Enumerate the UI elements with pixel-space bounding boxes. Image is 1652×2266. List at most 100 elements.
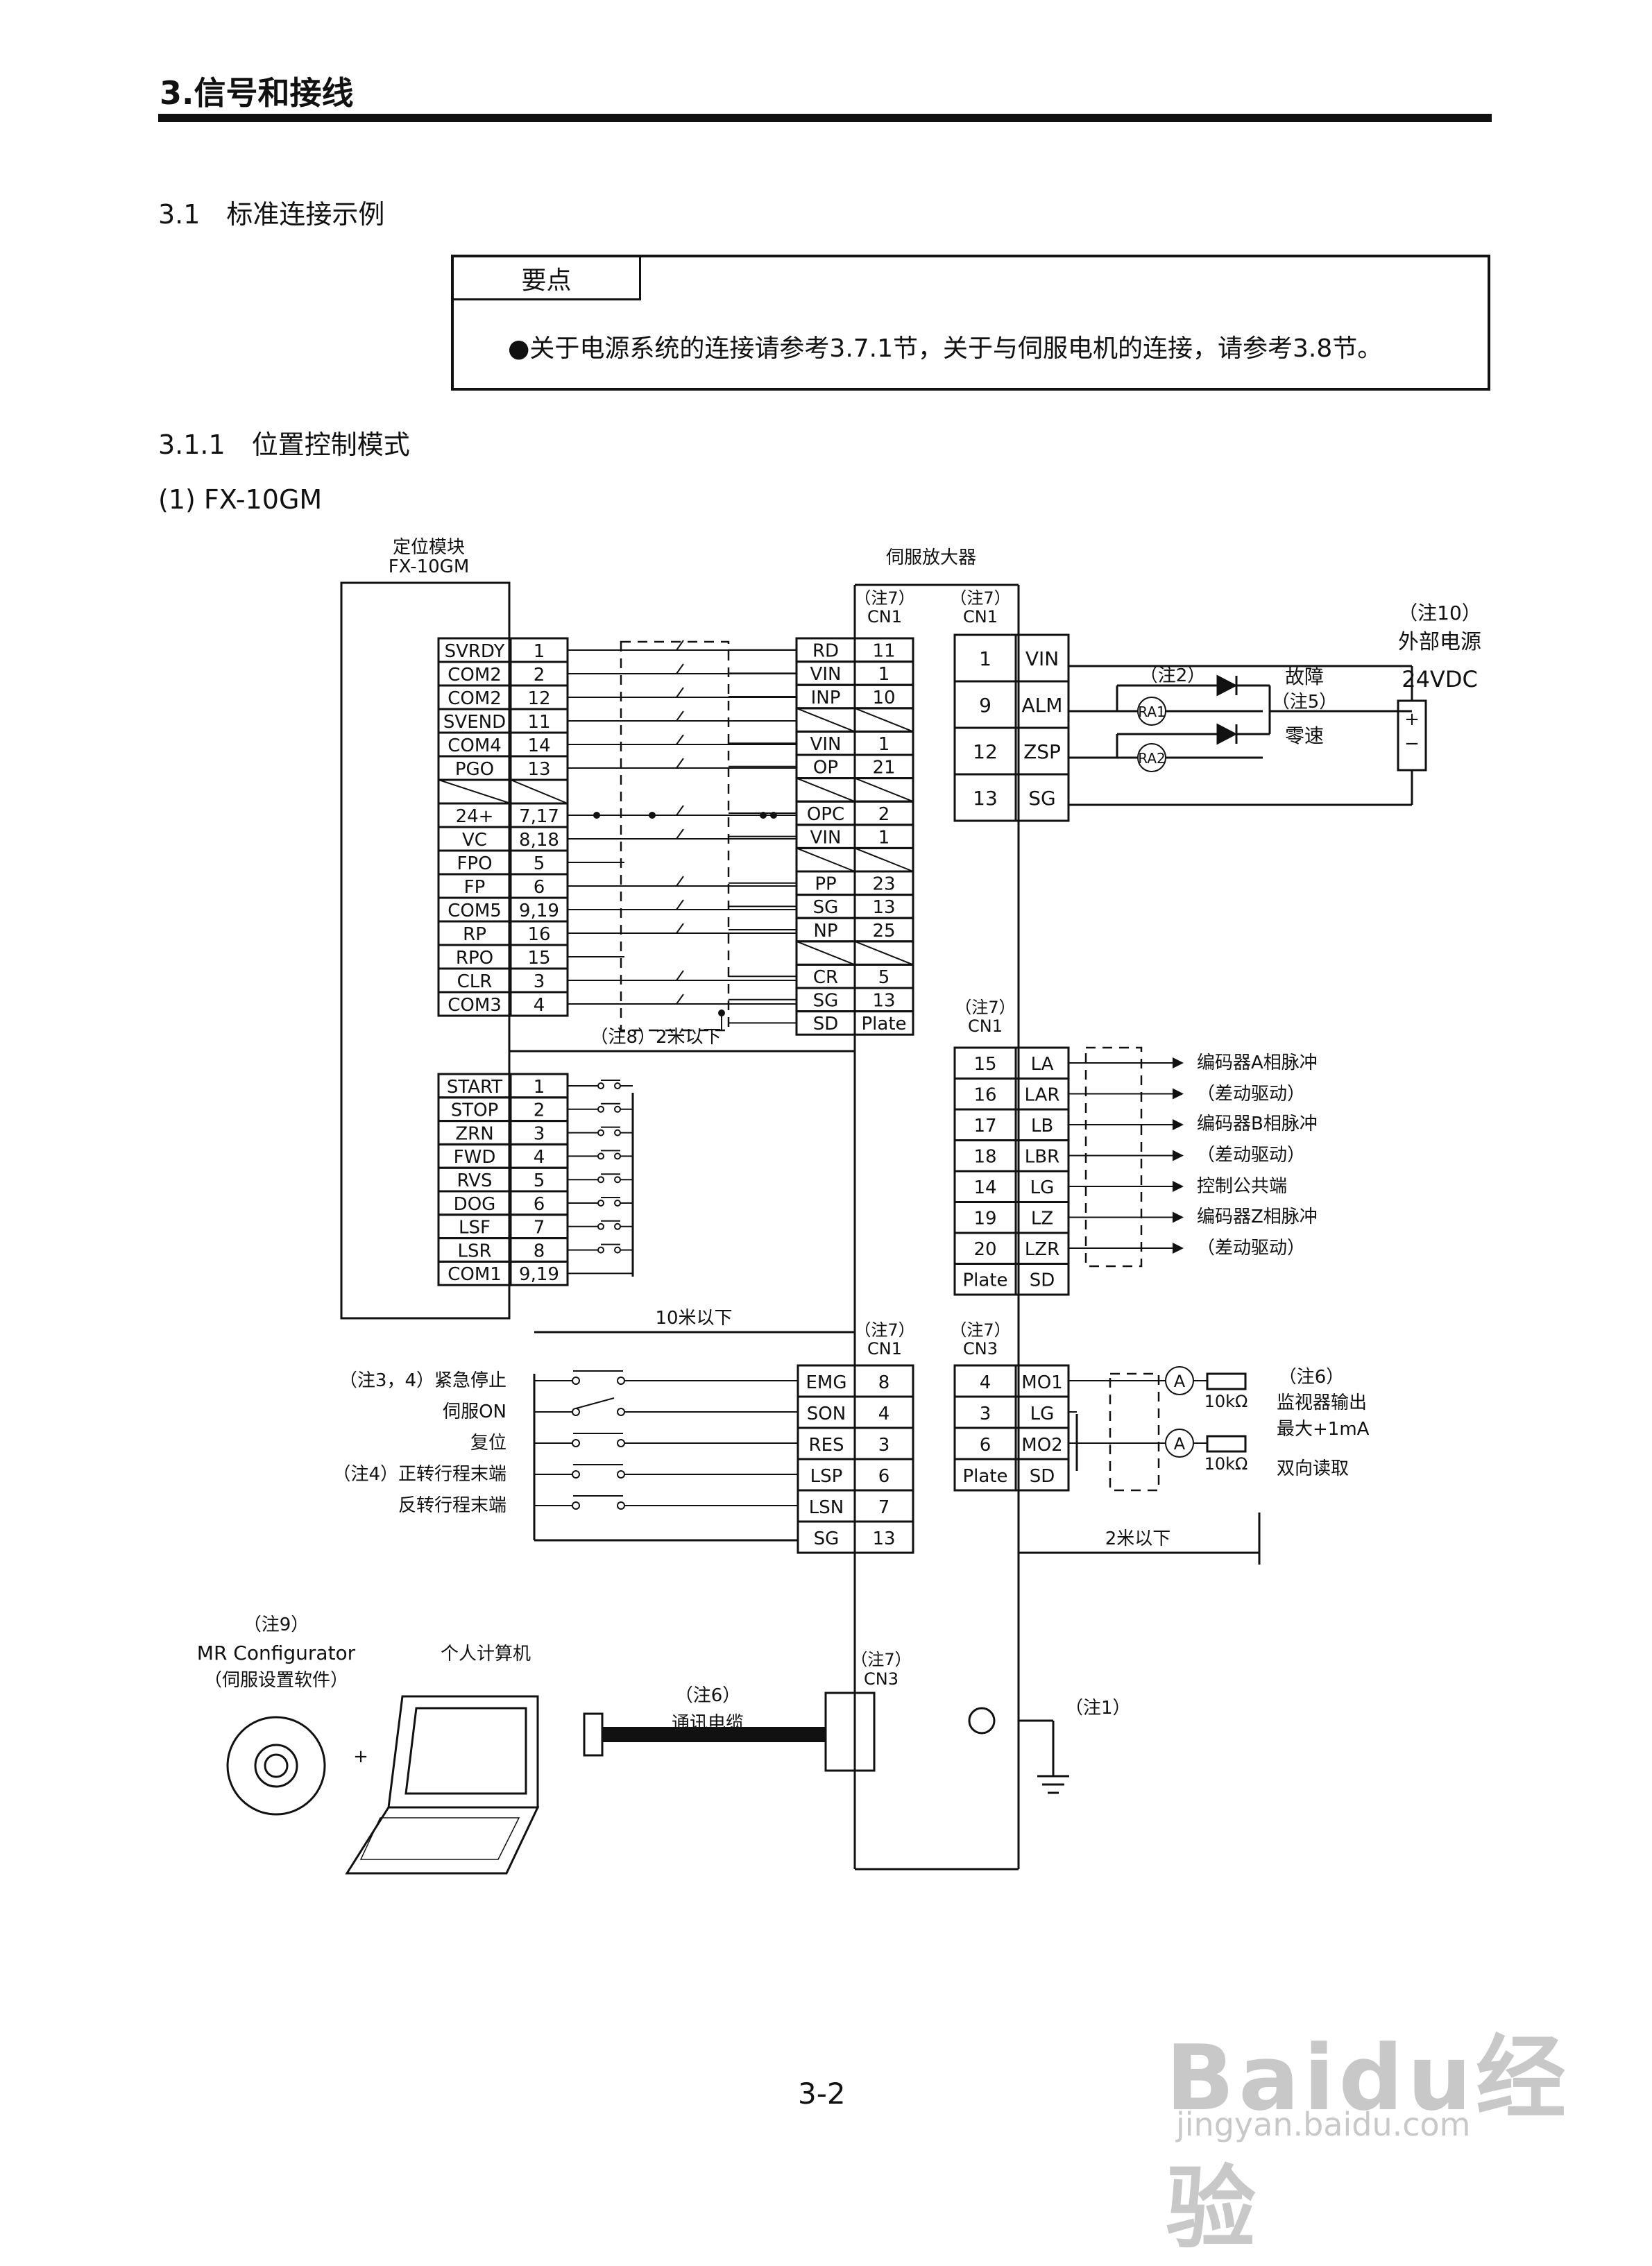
switch-contact [614,1223,621,1230]
switch-row-pin: 5 [534,1170,545,1191]
ctl-label: （注3，4）紧急停止 [339,1370,506,1391]
ctl-label: （注4）正转行程末端 [332,1464,506,1485]
mon-pin: Plate [962,1466,1007,1487]
cn1-row-pin: 23 [872,874,895,895]
cn1-row-pin: 2 [878,804,890,825]
module-row-pin: 5 [534,853,545,874]
mon-signal: MO1 [1021,1372,1062,1393]
switch-row-sig: FWD [454,1147,496,1168]
chapter-rule [158,114,1492,122]
cn1-row-pin: 5 [878,967,890,988]
module-model: FX-10GM [389,556,470,577]
resistor-label: 10kΩ [1204,1392,1248,1411]
switch-contact [597,1200,604,1207]
module-row-sig: RPO [456,948,493,969]
keypoint-tab: 要点 [454,257,641,300]
cn3-label: CN3 [963,1339,998,1358]
cn1-row-sig: INP [811,688,841,708]
note7-label: （注7） [950,1320,1010,1340]
switch-contact [617,1377,625,1385]
switch-contact [572,1501,580,1510]
switch-contact [597,1176,604,1184]
switch-row-pin: 6 [534,1194,545,1215]
junction-dot [593,812,600,819]
enc-pin: 18 [973,1147,996,1168]
cn1-label: CN1 [968,1016,1003,1036]
mr-conf-label: MR Configurator [197,1642,356,1664]
chapter-title: 3.信号和接线 [160,74,354,112]
keypoint-text: ●关于电源系统的连接请参考3.7.1节，关于与伺服电机的连接，请参考3.8节。 [508,334,1383,363]
cn1-row-sig: VIN [810,827,842,848]
monitor-out-label: 监视器输出 [1277,1392,1367,1413]
enc-pin: 17 [973,1116,996,1136]
ext-power-label: 外部电源 [1398,630,1481,654]
bidir-label: 双向读取 [1277,1458,1349,1479]
cn1-label: CN1 [963,607,998,627]
enc-signal: LG [1030,1177,1055,1198]
relay-ra1 [1137,697,1166,726]
signal-arrow [1173,1150,1184,1161]
cn1-row-pin: 11 [872,641,895,662]
switch-row-sig: ZRN [455,1123,493,1144]
ctl-signal: LSP [810,1466,843,1487]
switch-row-pin: 1 [534,1077,545,1098]
switch-row-sig: COM1 [448,1264,502,1285]
encoder-label: 控制公共端 [1197,1176,1287,1197]
switch-row-sig: DOG [454,1194,496,1215]
ammeter-label: A [1174,1372,1186,1391]
cable-2m-b-label: 2米以下 [1105,1528,1171,1549]
switch-contact [572,1408,580,1416]
vdc-label: 24VDC [1402,666,1478,692]
signal-arrow [1173,1243,1184,1254]
cn1-label: CN1 [867,607,902,627]
relay-ra2-label: RA2 [1138,750,1166,767]
encoder-label: 编码器Z相脉冲 [1197,1207,1318,1227]
io-pin: 12 [973,740,998,763]
cn1-row-pin: 1 [878,734,890,755]
ctl-signal: EMG [806,1372,846,1393]
encoder-label: 编码器A相脉冲 [1197,1053,1318,1073]
note2-label: （注2） [1140,665,1206,686]
enc-signal: LZ [1031,1209,1053,1229]
module-row-sig: VC [462,830,487,851]
cn1-row-pin: 25 [872,921,895,942]
note6-label: （注6） [1279,1367,1345,1388]
note6-label: （注6） [675,1685,741,1706]
plus-sign: + [1404,709,1420,730]
encoder-label: （差动驱动） [1197,1145,1305,1166]
switch-contact [597,1223,604,1230]
switch-row-sig: STOP [451,1100,499,1121]
io-signal: ALM [1022,694,1063,717]
relay-ra1-label: RA1 [1138,704,1166,720]
ctl-signal: SON [807,1404,846,1424]
cn1-row-pin: 13 [872,897,895,918]
zero-speed-label: 零速 [1285,724,1324,747]
signal-arrow [1173,1088,1184,1100]
ctl-pin: 8 [878,1372,890,1393]
cn1-row-sig: SD [813,1014,839,1034]
section-3-1: 3.1 标准连接示例 [158,199,385,230]
cn1-row-sig: VIN [810,664,842,685]
switch-contact [597,1105,604,1113]
io-signal: VIN [1025,647,1059,670]
module-row-pin: 2 [534,665,545,685]
watermark-url: jingyan.baidu.com [1176,2106,1471,2143]
mon-signal: LG [1030,1404,1055,1424]
note10-label: （注10） [1398,602,1481,624]
module-row-pin: 4 [534,995,545,1016]
ctl-pin: 13 [872,1528,895,1549]
note7-label: （注7） [950,588,1010,608]
cn1-row-pin: 1 [878,664,890,685]
encoder-label: 编码器B相脉冲 [1197,1114,1318,1134]
switch-row-pin: 3 [534,1123,545,1144]
note7-label: （注7） [854,1320,914,1340]
mon-pin: 4 [980,1372,991,1393]
encoder-label: （差动驱动） [1197,1238,1305,1259]
module-row-sig: PGO [455,759,494,780]
switch-contact [572,1439,580,1447]
module-row-pin: 14 [527,735,550,756]
switch-row-pin: 8 [534,1241,545,1261]
section-3-1-1: 3.1.1 位置控制模式 [158,429,410,460]
pc-label: 个人计算机 [441,1644,531,1664]
